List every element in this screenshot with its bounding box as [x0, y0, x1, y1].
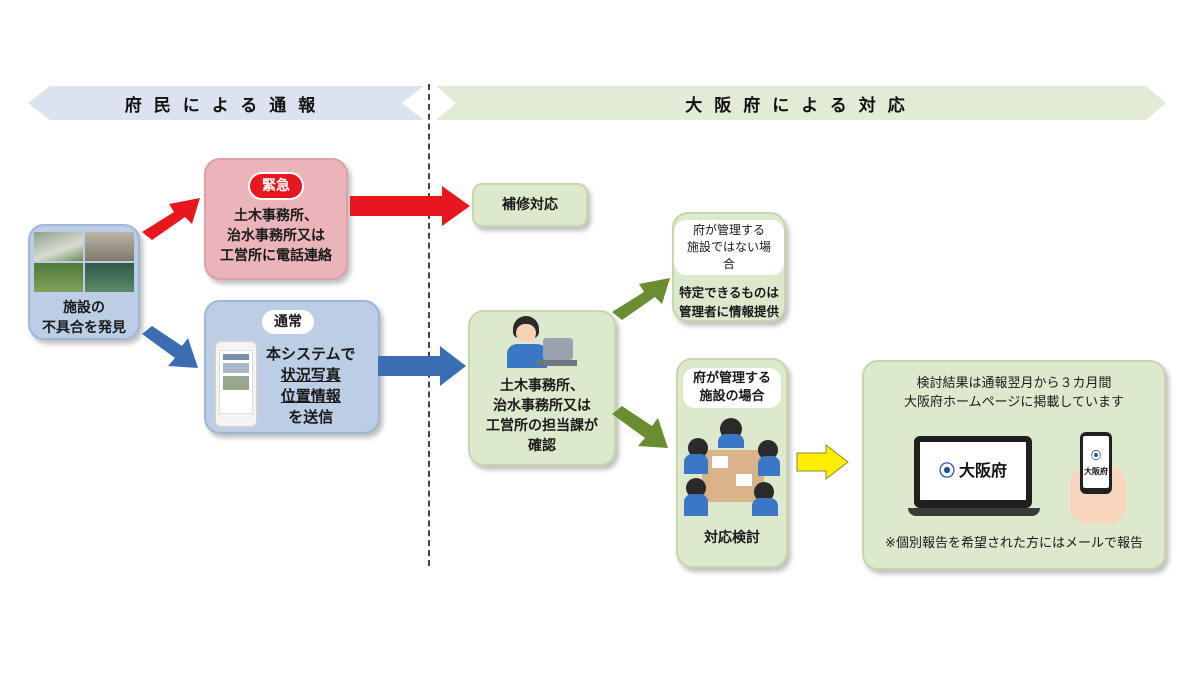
blue-arrow-right-icon	[378, 346, 468, 386]
discover-defect-box: 施設の 不具合を発見	[28, 224, 140, 340]
phone-logo-text: 大阪府	[1084, 467, 1108, 476]
office-line-3: 工営所の担当課が	[486, 418, 598, 434]
blue-arrow-down-icon	[138, 322, 208, 378]
citizen-report-banner-label: 府民による通報	[124, 95, 328, 116]
not-managed-line-1: 特定できるものは	[679, 285, 779, 300]
meeting-people-icon	[684, 416, 780, 518]
urgent-line-2: 治水事務所又は	[227, 228, 325, 244]
osaka-response-banner-label: 大阪府による対応	[685, 95, 917, 116]
phone-in-hand-icon: ⦿ 大阪府	[1066, 432, 1130, 528]
laptop-icon: ⦿ 大阪府	[908, 436, 1040, 520]
section-divider	[428, 84, 430, 566]
photo-wall-icon	[34, 232, 83, 261]
result-box: 検討結果は通報翌月から３カ月間 大阪府ホームページに掲載しています ⦿ 大阪府 …	[862, 360, 1166, 570]
red-arrow-up-icon	[138, 188, 208, 248]
managed-header-line-1: 府が管理する	[692, 371, 771, 386]
normal-box: 通常 本システムで 状況写真 位置情報 を送信	[204, 300, 380, 434]
managed-box: 府が管理する 施設の場合 対応検討	[676, 358, 788, 568]
office-line-4: 確認	[528, 438, 556, 454]
managed-header-line-2: 施設の場合	[699, 389, 765, 404]
smartphone-icon	[214, 340, 258, 428]
urgent-line-3: 工営所に電話連絡	[220, 248, 332, 264]
discover-line-2: 不具合を発見	[42, 320, 126, 336]
urgent-line-1: 土木事務所、	[234, 208, 318, 224]
managed-header: 府が管理する 施設の場合	[682, 368, 781, 408]
green-arrow-down-icon	[610, 402, 674, 458]
red-arrow-right-icon	[350, 184, 472, 228]
managed-footer: 対応検討	[704, 530, 760, 546]
normal-line-1: 本システムで	[266, 345, 356, 363]
office-line-1: 土木事務所、	[500, 378, 584, 394]
laptop-logo-text: 大阪府	[959, 461, 1008, 480]
repair-label: 補修対応	[502, 197, 558, 213]
site-photos	[34, 232, 134, 292]
urgent-box: 緊急 土木事務所、 治水事務所又は 工営所に電話連絡	[204, 158, 348, 280]
photo-river-icon	[85, 263, 134, 292]
yellow-arrow-right-icon	[796, 444, 850, 480]
citizen-report-banner: 府民による通報	[28, 86, 424, 120]
normal-line-3: 位置情報	[280, 387, 341, 405]
urgent-tag: 緊急	[248, 172, 304, 200]
green-arrow-up-icon	[610, 268, 674, 324]
osaka-logo-icon: ⦿	[938, 461, 955, 480]
office-line-2: 治水事務所又は	[493, 398, 591, 414]
not-managed-header-line-2: 施設ではない場合	[686, 240, 771, 271]
urgent-tag-label: 緊急	[262, 178, 290, 194]
osaka-response-banner: 大阪府による対応	[436, 86, 1166, 120]
repair-box: 補修対応	[472, 183, 588, 227]
normal-line-4: を送信	[288, 408, 334, 426]
result-line-2: 大阪府ホームページに掲載しています	[904, 395, 1124, 410]
result-line-1: 検討結果は通報翌月から３カ月間	[916, 376, 1112, 391]
not-managed-header: 府が管理する 施設ではない場合	[674, 220, 784, 275]
discover-line-1: 施設の	[63, 300, 105, 316]
normal-tag-label: 通常	[274, 314, 302, 330]
not-managed-header-line-1: 府が管理する	[692, 223, 765, 237]
not-managed-box: 府が管理する 施設ではない場合 特定できるものは 管理者に情報提供	[672, 212, 786, 322]
photo-grass-icon	[34, 263, 83, 292]
phone-logo-icon: ⦿	[1091, 451, 1101, 462]
not-managed-line-2: 管理者に情報提供	[678, 304, 779, 319]
normal-line-2: 状況写真	[280, 366, 341, 384]
office-worker-icon	[507, 316, 577, 372]
office-box: 土木事務所、 治水事務所又は 工営所の担当課が 確認	[468, 310, 616, 466]
normal-tag: 通常	[262, 310, 314, 334]
photo-road-icon	[85, 232, 134, 261]
result-note: ※個別報告を希望された方にはメールで報告	[885, 536, 1143, 551]
